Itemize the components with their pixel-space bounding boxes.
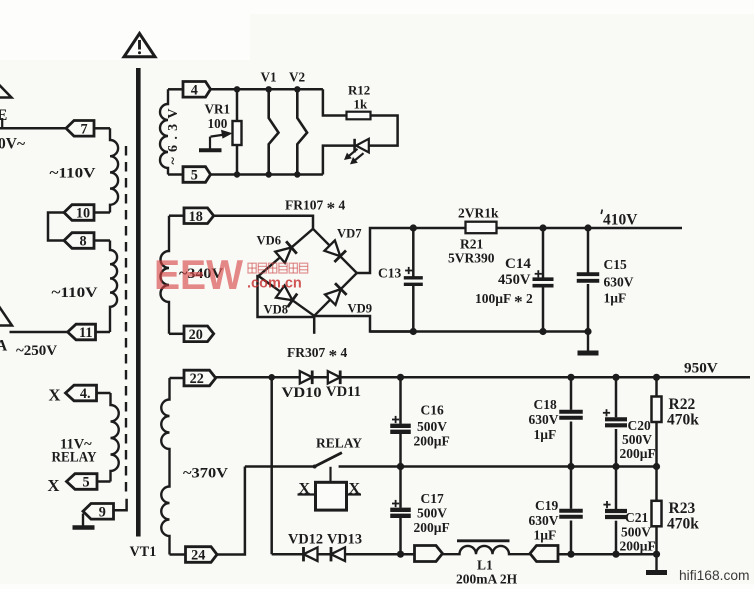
svg-text:450V: 450V bbox=[498, 272, 531, 288]
svg-text:1µF: 1µF bbox=[534, 528, 557, 543]
svg-text:C15: C15 bbox=[604, 257, 627, 272]
svg-text:2VR1k: 2VR1k bbox=[458, 206, 499, 221]
svg-text:1k: 1k bbox=[354, 98, 368, 112]
svg-text:C16: C16 bbox=[421, 403, 444, 418]
svg-text:950V: 950V bbox=[684, 360, 718, 377]
svg-text:X: X bbox=[48, 476, 60, 495]
svg-text:18: 18 bbox=[189, 209, 203, 225]
svg-text:VD7: VD7 bbox=[337, 227, 362, 241]
svg-text:8: 8 bbox=[79, 234, 86, 250]
svg-text:C18: C18 bbox=[534, 397, 557, 412]
svg-text:X: X bbox=[49, 386, 61, 405]
svg-text:~370V: ~370V bbox=[183, 466, 228, 482]
svg-text:C20: C20 bbox=[628, 418, 651, 433]
svg-text:4.: 4. bbox=[80, 386, 91, 402]
svg-text:22: 22 bbox=[190, 371, 204, 387]
svg-text:5: 5 bbox=[82, 475, 89, 491]
svg-text:~110V: ~110V bbox=[52, 285, 98, 301]
svg-text:R21: R21 bbox=[460, 237, 483, 252]
svg-text:200µF: 200µF bbox=[620, 539, 656, 554]
svg-text:410V: 410V bbox=[603, 212, 638, 229]
svg-text:VD10: VD10 bbox=[282, 384, 322, 401]
svg-text:VD8: VD8 bbox=[264, 303, 289, 317]
svg-text:~250V: ~250V bbox=[16, 343, 57, 359]
svg-text:R23: R23 bbox=[669, 500, 696, 517]
svg-text:VR1: VR1 bbox=[205, 102, 231, 117]
svg-text:200µF: 200µF bbox=[414, 520, 450, 535]
svg-text:470k: 470k bbox=[667, 516, 699, 533]
svg-text:500V: 500V bbox=[622, 432, 652, 447]
svg-text:100: 100 bbox=[208, 116, 228, 131]
svg-text:V1: V1 bbox=[261, 70, 277, 85]
svg-text:C13: C13 bbox=[378, 266, 401, 281]
svg-text:10: 10 bbox=[76, 206, 90, 222]
svg-text:VD9: VD9 bbox=[348, 302, 373, 316]
svg-text:V2: V2 bbox=[289, 70, 306, 85]
svg-text:200µF: 200µF bbox=[414, 434, 450, 449]
svg-text:L1: L1 bbox=[477, 558, 493, 573]
svg-text:5: 5 bbox=[191, 168, 198, 184]
svg-text:4: 4 bbox=[191, 82, 198, 98]
svg-text:VD12: VD12 bbox=[288, 531, 323, 548]
svg-text:630V: 630V bbox=[529, 513, 559, 528]
svg-text:~110V: ~110V bbox=[50, 166, 96, 182]
svg-text:11: 11 bbox=[79, 325, 92, 341]
svg-text:C17: C17 bbox=[421, 491, 444, 506]
svg-text:630V: 630V bbox=[604, 275, 634, 290]
svg-text:24: 24 bbox=[191, 548, 205, 564]
svg-text:C14: C14 bbox=[505, 256, 531, 272]
svg-text:630V: 630V bbox=[529, 412, 559, 427]
svg-text:RELAY: RELAY bbox=[316, 437, 362, 452]
svg-text:1µF: 1µF bbox=[604, 291, 627, 306]
svg-text:500V: 500V bbox=[621, 525, 651, 540]
svg-text:E: E bbox=[0, 107, 7, 124]
svg-text:RELAY: RELAY bbox=[52, 450, 97, 466]
svg-text:470k: 470k bbox=[667, 412, 699, 429]
svg-text:R22: R22 bbox=[669, 396, 696, 413]
svg-text:9: 9 bbox=[99, 504, 106, 520]
svg-text:11V~: 11V~ bbox=[60, 437, 92, 453]
svg-text:20: 20 bbox=[189, 327, 203, 343]
svg-text:5VR390: 5VR390 bbox=[448, 251, 495, 266]
svg-text:500V: 500V bbox=[417, 506, 447, 521]
svg-text:0V~: 0V~ bbox=[0, 136, 25, 153]
svg-text:VD6: VD6 bbox=[257, 234, 282, 248]
svg-text:hifi168.com: hifi168.com bbox=[679, 568, 750, 583]
svg-text:X: X bbox=[299, 481, 311, 498]
svg-text:A: A bbox=[0, 338, 8, 355]
svg-text:7: 7 bbox=[80, 121, 87, 137]
svg-text:200mA 2H: 200mA 2H bbox=[456, 572, 518, 587]
svg-text:1µF: 1µF bbox=[534, 427, 557, 442]
svg-text:200µF: 200µF bbox=[620, 446, 656, 461]
svg-text:500V: 500V bbox=[417, 419, 447, 434]
svg-text:R12: R12 bbox=[348, 84, 370, 98]
svg-text:VD13: VD13 bbox=[327, 531, 362, 548]
svg-text:C19: C19 bbox=[535, 498, 558, 513]
svg-text:X: X bbox=[349, 481, 361, 498]
svg-text:.com.cn: .com.cn bbox=[247, 276, 302, 292]
svg-text:EEW: EEW bbox=[154, 251, 244, 298]
svg-text:VT1: VT1 bbox=[130, 544, 157, 560]
svg-text:~340V: ~340V bbox=[179, 266, 223, 282]
svg-text:VD11: VD11 bbox=[326, 383, 361, 400]
svg-text:C21: C21 bbox=[625, 510, 648, 525]
